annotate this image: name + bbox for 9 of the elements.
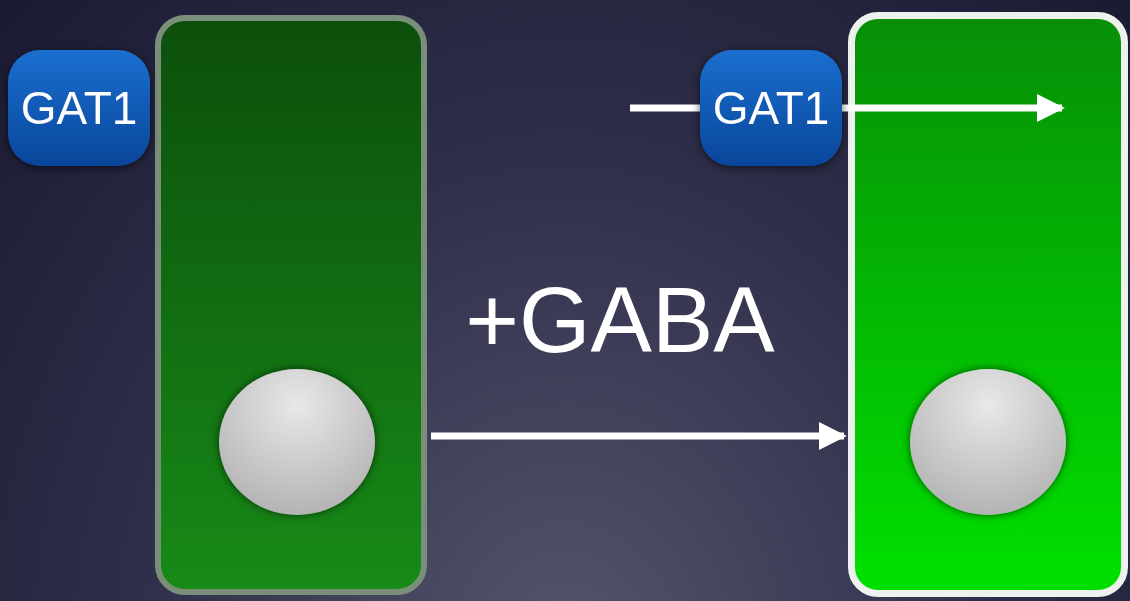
- transporter-label: GAT1: [20, 81, 138, 135]
- transporter-box: [8, 50, 150, 166]
- transporter-box: [700, 50, 842, 166]
- edge-label: +GABA: [464, 268, 776, 373]
- cell-box: [848, 12, 1128, 597]
- vesicle-circle: [219, 369, 375, 515]
- vesicle-circle: [910, 369, 1066, 515]
- cell-box: [155, 15, 427, 595]
- transporter-label: GAT1: [712, 81, 830, 135]
